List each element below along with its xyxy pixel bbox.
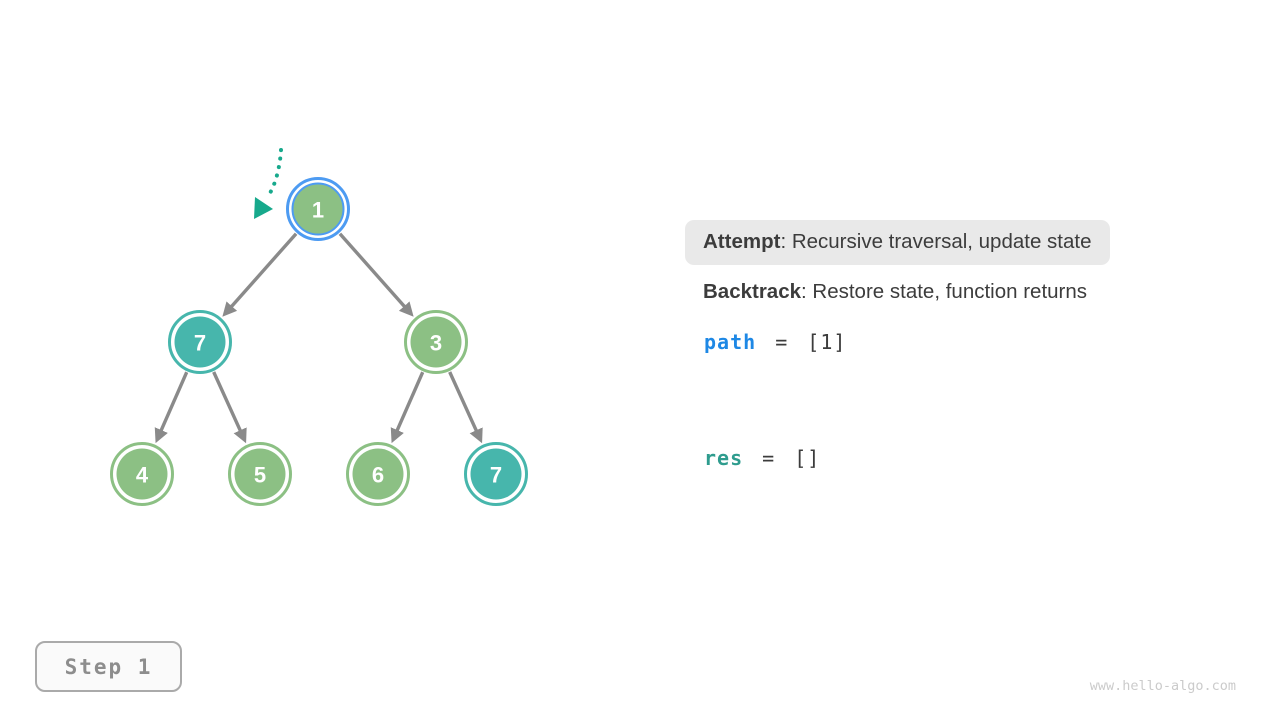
tree-edge xyxy=(154,371,189,444)
tree-edge xyxy=(222,232,298,317)
node-circle xyxy=(291,182,345,236)
tree-node-4: 4 xyxy=(110,442,174,506)
node-circle xyxy=(174,316,226,368)
backtrack-text: : Restore state, function returns xyxy=(801,280,1088,303)
path-variable-name: path xyxy=(704,330,757,354)
node-value-label: 4 xyxy=(136,463,149,488)
res-variable-value: = [] xyxy=(762,446,821,470)
tree-nodes: 1 7 3 4 5 6 7 xyxy=(110,177,528,506)
watermark-text: www.hello-algo.com xyxy=(1089,678,1236,694)
state-panel: Attempt: Recursive traversal, update sta… xyxy=(685,220,1225,470)
tree-edge xyxy=(338,232,414,317)
backtrack-line: Backtrack: Restore state, function retur… xyxy=(685,280,1225,304)
tree-node-7: 7 xyxy=(168,310,232,374)
tree-svg: 1 7 3 4 5 6 7 xyxy=(110,148,528,506)
traversal-cursor-arrow-icon xyxy=(254,148,283,219)
backtrack-label: Backtrack xyxy=(703,280,802,303)
node-value-label: 1 xyxy=(312,198,324,223)
tree-edge xyxy=(390,371,425,444)
node-value-label: 7 xyxy=(490,463,502,488)
node-circle xyxy=(470,448,522,500)
tree-node-1: 1 xyxy=(286,177,350,241)
tree-edge xyxy=(212,371,247,444)
res-variable-line: res = [] xyxy=(685,446,1225,470)
node-value-label: 7 xyxy=(194,331,206,356)
attempt-label: Attempt xyxy=(703,230,781,253)
node-circle xyxy=(410,316,462,368)
node-circle xyxy=(352,448,404,500)
tree-edge xyxy=(448,371,483,444)
node-value-label: 5 xyxy=(254,463,266,488)
path-variable-line: path = [1] xyxy=(685,330,1225,354)
attempt-text: : Recursive traversal, update state xyxy=(780,230,1092,253)
tree-node-3: 3 xyxy=(404,310,468,374)
tree-node-7: 7 xyxy=(464,442,528,506)
tree-node-6: 6 xyxy=(346,442,410,506)
node-value-label: 6 xyxy=(372,463,384,488)
step-badge: Step 1 xyxy=(35,641,182,692)
path-variable-value: = [1] xyxy=(775,330,847,354)
node-circle xyxy=(234,448,286,500)
tree-node-5: 5 xyxy=(228,442,292,506)
node-value-label: 3 xyxy=(430,331,442,356)
res-variable-name: res xyxy=(704,446,744,470)
node-circle xyxy=(116,448,168,500)
attempt-callout: Attempt: Recursive traversal, update sta… xyxy=(685,220,1110,265)
tree-edges xyxy=(154,232,483,444)
